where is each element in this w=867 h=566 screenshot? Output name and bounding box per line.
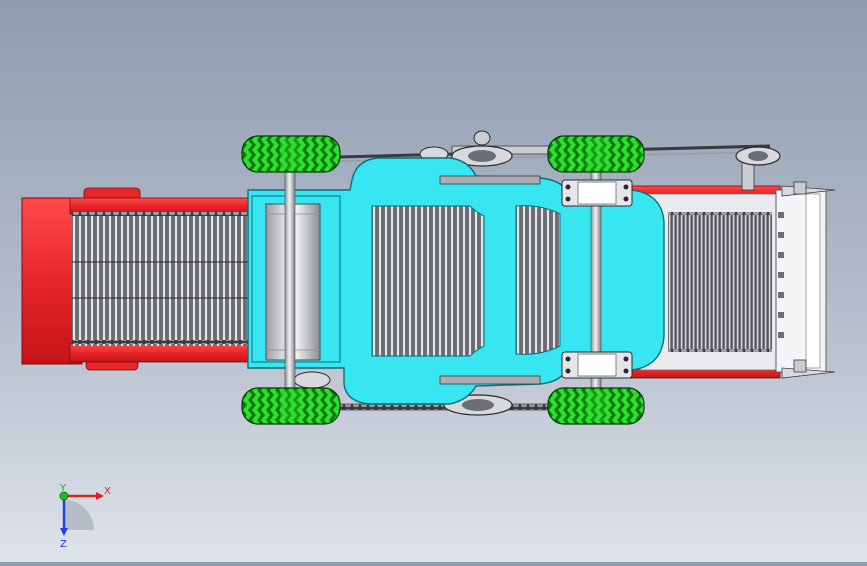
y-axis-label: Y: [59, 483, 67, 494]
wheel-front-left[interactable]: [547, 135, 645, 173]
rear-conveyor-chain: [72, 212, 268, 346]
wheel-rear-left[interactable]: [241, 135, 341, 173]
x-axis-label: X: [104, 486, 111, 497]
bearing-block-icon: [561, 179, 633, 379]
digging-shovel[interactable]: [775, 181, 836, 379]
wheel-front-right[interactable]: [547, 387, 645, 425]
y-axis-marker: [59, 491, 69, 501]
pulley-icon: [293, 130, 781, 416]
wheel-icon[interactable]: [241, 135, 645, 425]
front-conveyor-chain: [668, 212, 772, 352]
rear-conveyor[interactable]: [21, 187, 271, 371]
wheel-rear-right[interactable]: [241, 387, 341, 425]
coordinate-triad: X Y Z: [59, 483, 111, 550]
z-axis-label: Z: [60, 539, 67, 550]
